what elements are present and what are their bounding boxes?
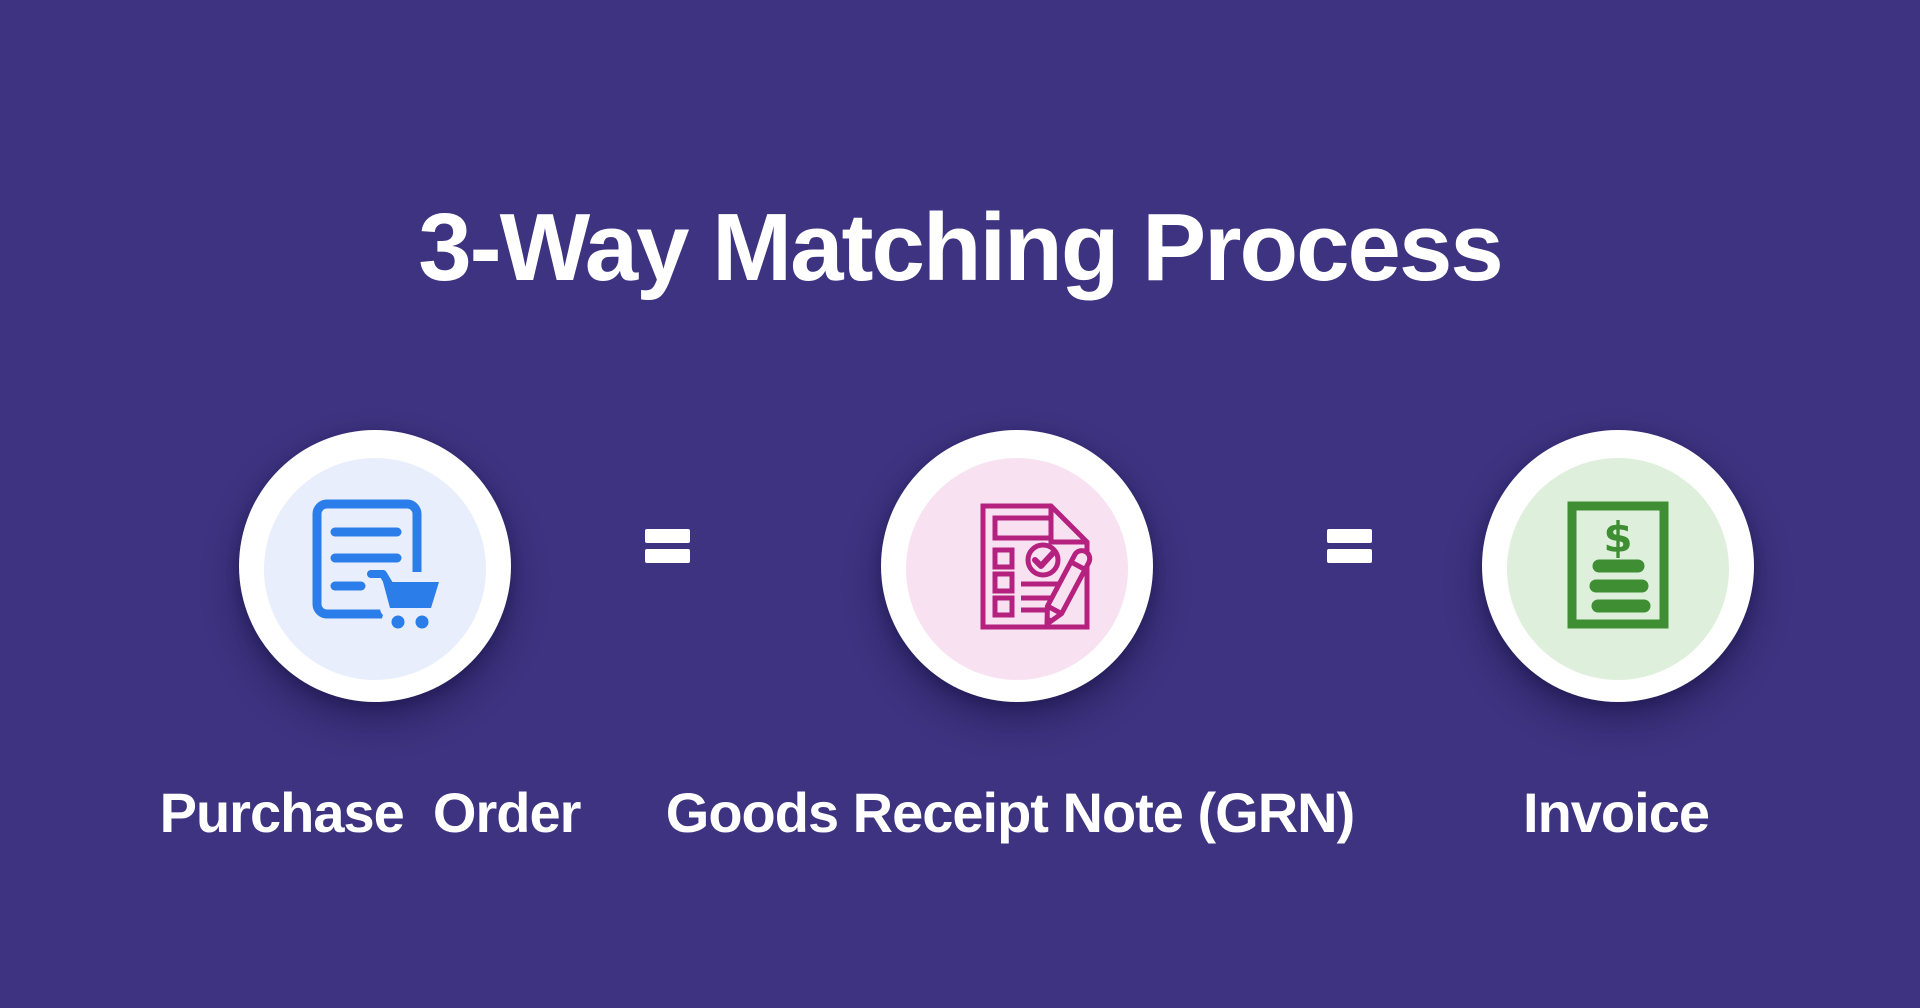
purchase-order-document-cart-icon — [312, 499, 445, 634]
purchase-order-label: Purchase Order — [159, 781, 582, 844]
equals-sign-2 — [1327, 529, 1372, 563]
invoice-dollar-document-icon: $ — [1567, 501, 1669, 629]
page-title: 3-Way Matching Process — [418, 194, 1503, 301]
equals-bar — [645, 549, 690, 563]
invoice-circle: $ — [1482, 430, 1754, 702]
grn-circle-fill — [906, 458, 1128, 680]
grn-checklist-pencil-icon — [980, 503, 1093, 630]
equals-sign-1 — [645, 529, 690, 563]
equals-bar — [645, 529, 690, 543]
equals-bar — [1327, 549, 1372, 563]
invoice-label: Invoice — [1523, 781, 1710, 844]
svg-text:$: $ — [1603, 513, 1632, 562]
equals-bar — [1327, 529, 1372, 543]
grn-circle — [881, 430, 1153, 702]
purchase-order-circle — [239, 430, 511, 702]
grn-label: Goods Receipt Note (GRN) — [665, 781, 1355, 844]
